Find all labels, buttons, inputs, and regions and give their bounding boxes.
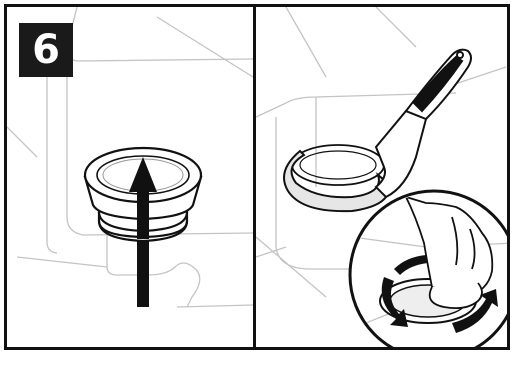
hand xyxy=(404,195,494,310)
up-arrow xyxy=(137,237,149,307)
step-number-badge: 6 xyxy=(19,23,73,77)
flange-illustration xyxy=(7,7,253,308)
drain-opening xyxy=(291,144,385,186)
right-panel xyxy=(253,7,507,347)
left-panel: 6 xyxy=(7,7,253,347)
up-arrow-head xyxy=(129,157,157,239)
spanner-wrench xyxy=(374,48,472,199)
instruction-frame: 6 xyxy=(4,4,510,350)
wrench-illustration xyxy=(256,7,507,347)
sink-basin-outline xyxy=(7,7,253,308)
counterclockwise-arrows xyxy=(381,255,498,333)
detail-circle xyxy=(348,189,507,347)
